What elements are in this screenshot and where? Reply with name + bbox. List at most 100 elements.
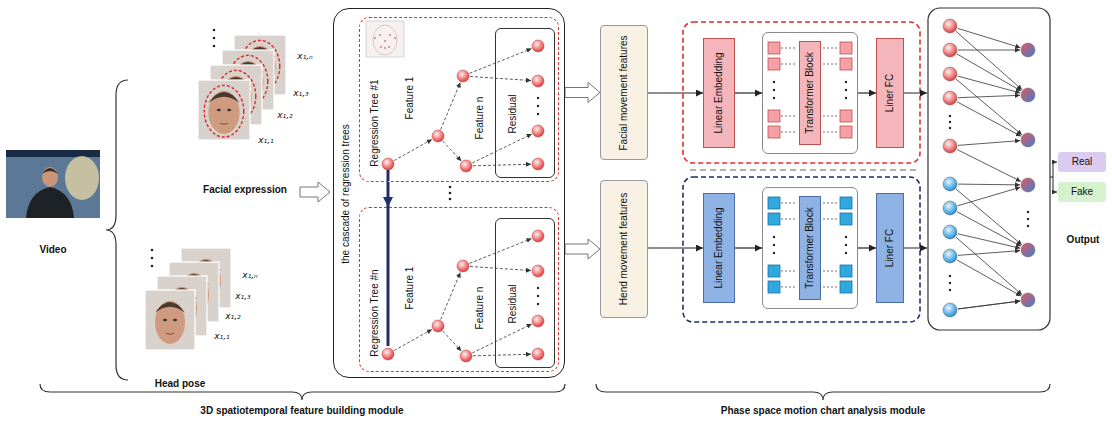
flow-arrow bbox=[904, 93, 927, 94]
video-face bbox=[42, 167, 58, 187]
network-neuron bbox=[943, 177, 957, 191]
network-link bbox=[958, 28, 1021, 47]
token-link bbox=[781, 203, 797, 204]
token-square bbox=[840, 42, 852, 54]
node-label: Feature n bbox=[474, 97, 486, 140]
network-neuron bbox=[1021, 293, 1035, 307]
tree-node bbox=[532, 40, 544, 52]
tree-node bbox=[382, 158, 394, 170]
node-label: Liner FC bbox=[884, 229, 896, 267]
token-link bbox=[781, 287, 797, 288]
video-banner bbox=[6, 150, 100, 157]
ellipsis-dot bbox=[151, 265, 154, 268]
ellipsis-dot bbox=[537, 105, 539, 107]
cascade-arrow bbox=[387, 182, 390, 207]
network-neuron bbox=[943, 91, 957, 105]
face-skin bbox=[208, 91, 239, 134]
ellipsis-dot bbox=[537, 295, 539, 297]
ellipsis-dot bbox=[1027, 218, 1029, 220]
feature-box: Facial movement features bbox=[600, 25, 648, 160]
landmark-dot bbox=[374, 37, 376, 39]
ellipsis-dot bbox=[949, 115, 951, 117]
tree-node bbox=[532, 158, 544, 170]
cascade-line bbox=[387, 170, 390, 181]
landmark-dot bbox=[384, 47, 386, 49]
ellipsis-dot bbox=[151, 249, 154, 252]
ellipsis-dot bbox=[773, 252, 775, 254]
ellipsis-dot bbox=[773, 236, 775, 238]
tree-branch bbox=[441, 272, 461, 319]
tree-node bbox=[457, 70, 469, 82]
tree-node bbox=[460, 160, 472, 172]
flow-arrow bbox=[904, 248, 927, 249]
node-label: the cascade of regression trees bbox=[340, 124, 352, 264]
fc-box: Liner FC bbox=[876, 193, 904, 303]
network-neuron bbox=[943, 19, 957, 33]
image-group: Facial expression bbox=[190, 14, 300, 200]
tree-node bbox=[532, 348, 544, 360]
network-link bbox=[958, 251, 1020, 256]
token-square bbox=[768, 265, 780, 277]
transformer-block: Transformer Block bbox=[762, 32, 858, 154]
token-square bbox=[840, 265, 852, 277]
network-neuron bbox=[943, 303, 957, 317]
fc-box: Liner FC bbox=[876, 38, 904, 148]
token-square bbox=[768, 281, 780, 293]
node-label: Feature 1 bbox=[404, 77, 416, 120]
regression-tree: Regression Tree #1Feature 1Feature nResi… bbox=[359, 17, 559, 182]
sequence-index: x₁,₁ bbox=[214, 330, 229, 342]
ellipsis-dot bbox=[1027, 211, 1029, 213]
tree-node bbox=[432, 130, 444, 142]
sequence-index: x₁,₂ bbox=[225, 310, 240, 322]
token-link bbox=[781, 64, 797, 65]
video-frame bbox=[6, 150, 100, 218]
module-label: Phase space motion chart analysis module bbox=[721, 405, 926, 417]
module-frame bbox=[683, 177, 920, 322]
ellipsis-dot bbox=[213, 45, 216, 48]
face-eye bbox=[173, 319, 177, 321]
tree-branch bbox=[394, 139, 432, 160]
network-link bbox=[957, 54, 1021, 91]
ellipsis-dot bbox=[845, 236, 847, 238]
brace bbox=[40, 384, 565, 400]
output-arrow bbox=[1050, 162, 1057, 177]
residual-box: Residual bbox=[495, 28, 555, 178]
token-link bbox=[823, 116, 839, 117]
ellipsis-dot bbox=[449, 192, 452, 195]
token-link bbox=[823, 203, 839, 204]
tree-node bbox=[532, 230, 544, 242]
face-template bbox=[366, 21, 404, 57]
face-hair bbox=[208, 92, 239, 103]
face-eye bbox=[163, 319, 167, 321]
token-link bbox=[781, 271, 797, 272]
tree-node bbox=[457, 260, 469, 272]
token-link bbox=[823, 48, 839, 49]
landmark-dot bbox=[394, 37, 396, 39]
network-link bbox=[958, 141, 1020, 146]
network-neuron bbox=[1021, 243, 1035, 257]
token-square bbox=[768, 197, 780, 209]
ellipsis-dot bbox=[151, 257, 154, 260]
token-link bbox=[781, 132, 797, 133]
transformer-block: Transformer Block bbox=[762, 187, 858, 309]
tree-branch bbox=[470, 76, 531, 80]
tree-branch bbox=[473, 354, 531, 356]
network-neuron bbox=[943, 225, 957, 239]
token-square bbox=[840, 281, 852, 293]
network-link bbox=[958, 187, 1021, 205]
network-neuron bbox=[1021, 133, 1035, 147]
face-region-circle bbox=[204, 85, 244, 137]
brace bbox=[596, 384, 1050, 400]
face-photo bbox=[198, 80, 250, 140]
network-link bbox=[958, 234, 1020, 248]
flow-arrow bbox=[648, 247, 703, 248]
network-link bbox=[958, 50, 1020, 51]
residual-box: Residual bbox=[495, 218, 555, 368]
token-link bbox=[781, 219, 797, 220]
network-neuron bbox=[1021, 178, 1035, 192]
video-suit bbox=[26, 187, 74, 218]
node-label: Linear Embedding bbox=[713, 207, 725, 288]
node-label: Head pose bbox=[155, 378, 206, 390]
